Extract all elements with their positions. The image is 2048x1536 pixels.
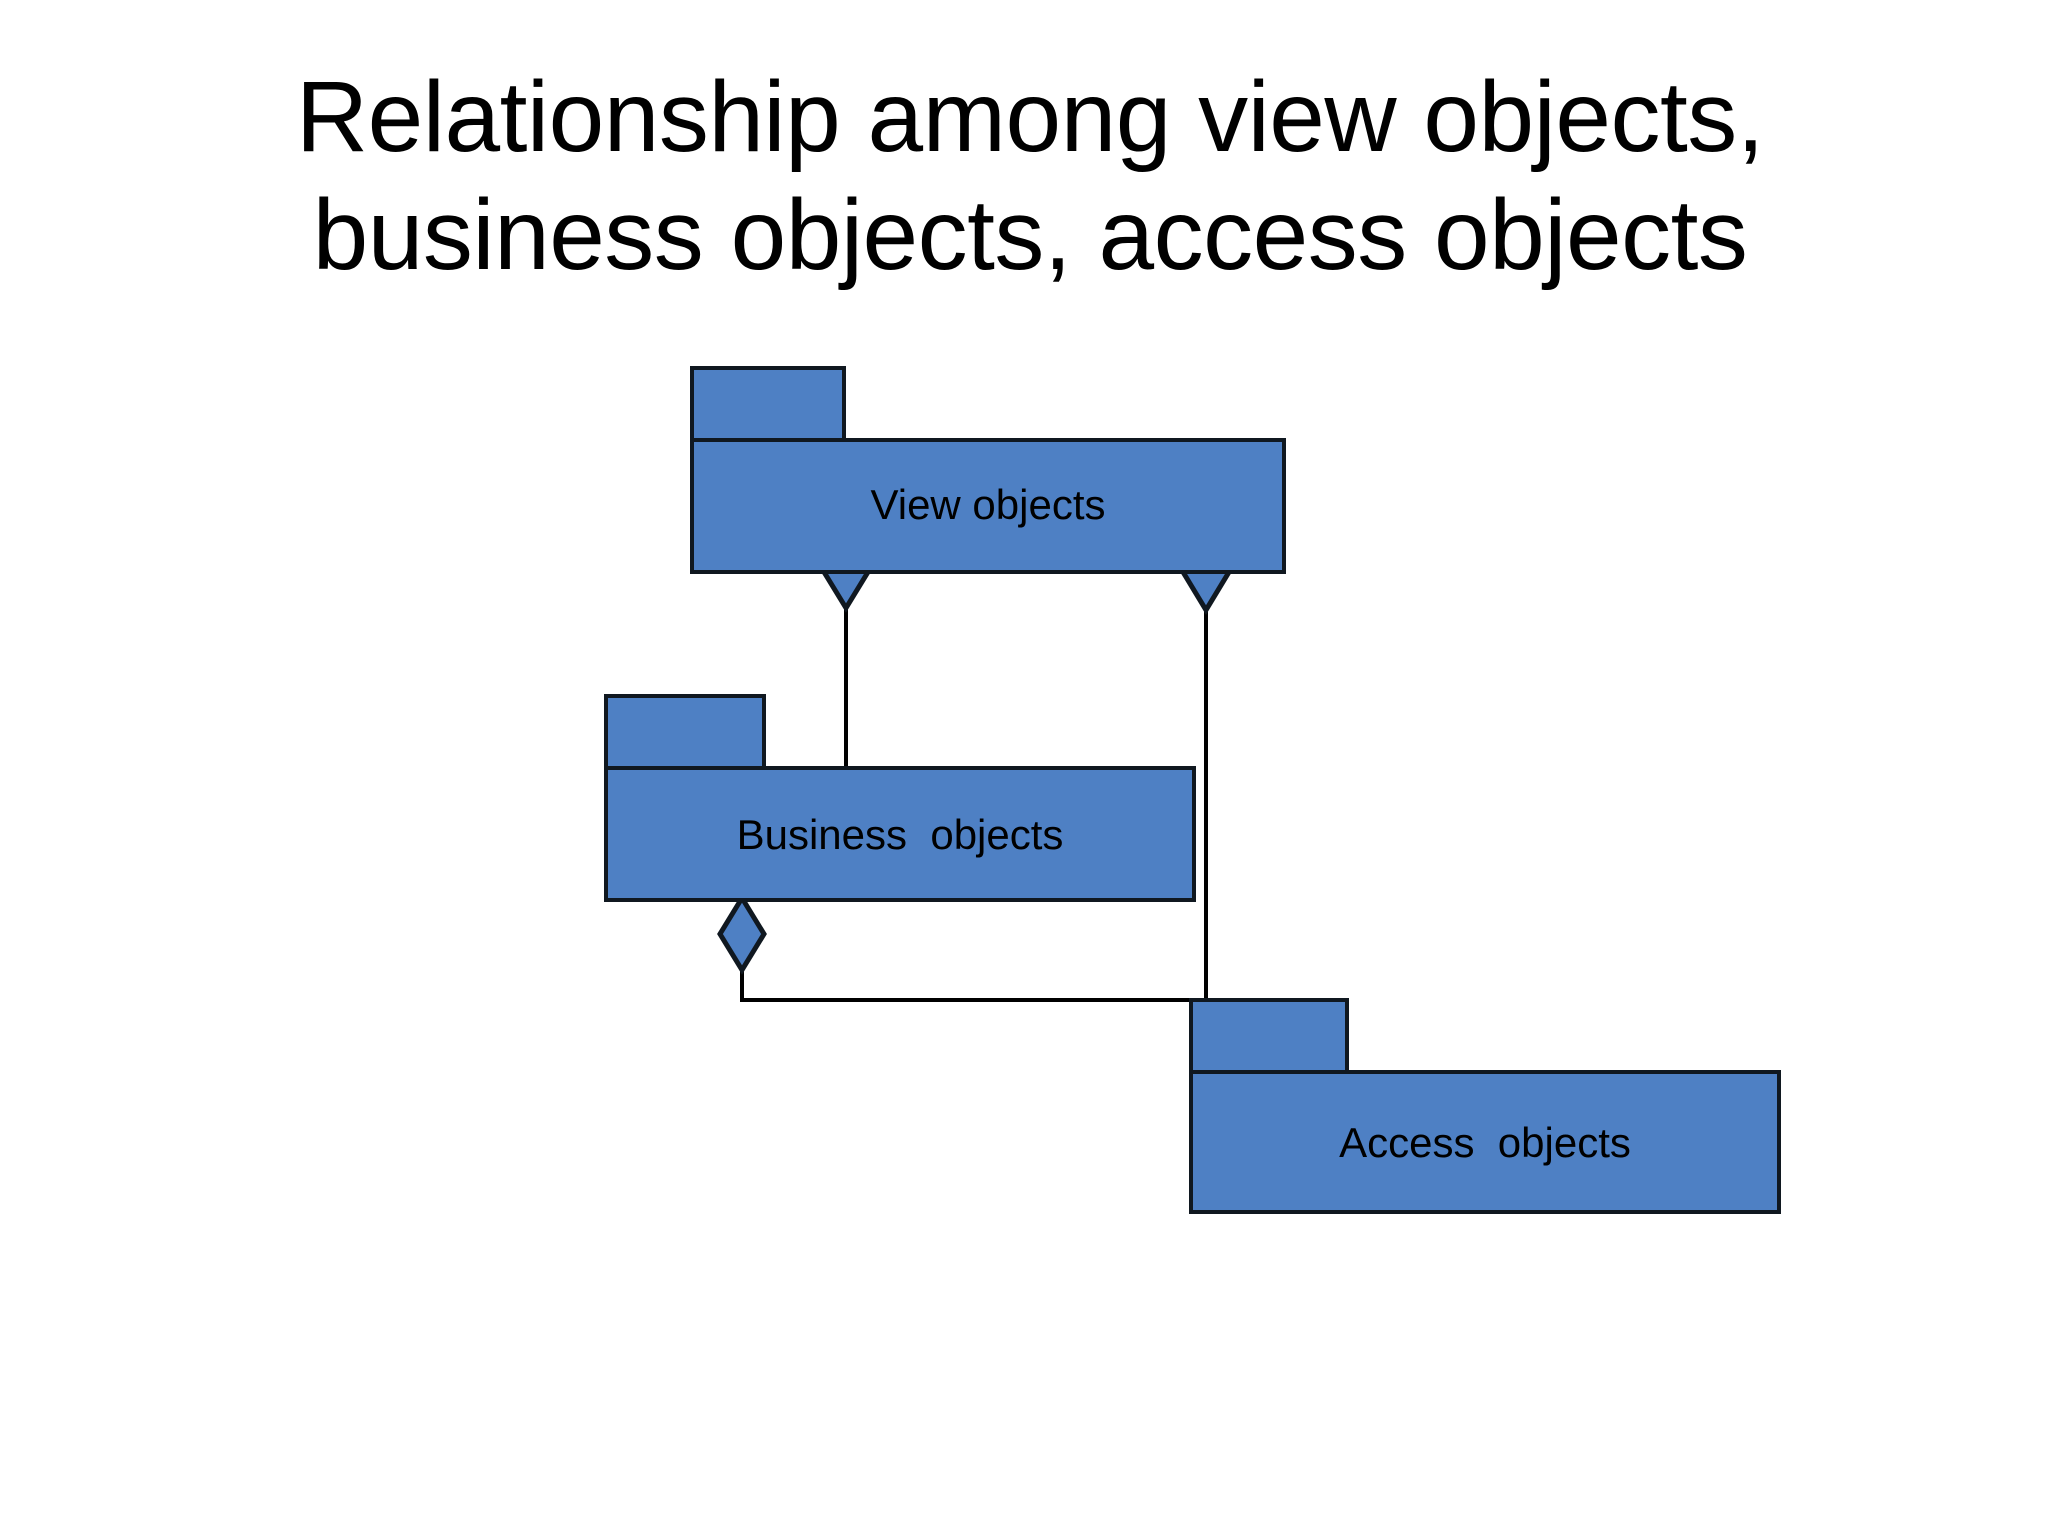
node-label: Business objects [737, 811, 1064, 858]
aggregation-diamond-icon [717, 893, 767, 975]
node-view-objects[interactable]: View objects [690, 366, 1286, 574]
node-label: View objects [870, 481, 1105, 528]
connector-line [740, 934, 1208, 1002]
package-body [1189, 1070, 1781, 1214]
package-body [690, 438, 1286, 574]
package-tab [604, 694, 766, 770]
package-tab [690, 366, 846, 442]
node-access-objects[interactable]: Access objects [1189, 998, 1781, 1214]
node-label: Access objects [1339, 1119, 1631, 1166]
package-tab [1189, 998, 1349, 1074]
node-business-objects[interactable]: Business objects [604, 694, 1196, 902]
page-title: Relationship among view objects, busines… [295, 61, 1765, 291]
package-body [604, 766, 1196, 902]
connector-business-to-access[interactable] [717, 893, 1208, 1002]
